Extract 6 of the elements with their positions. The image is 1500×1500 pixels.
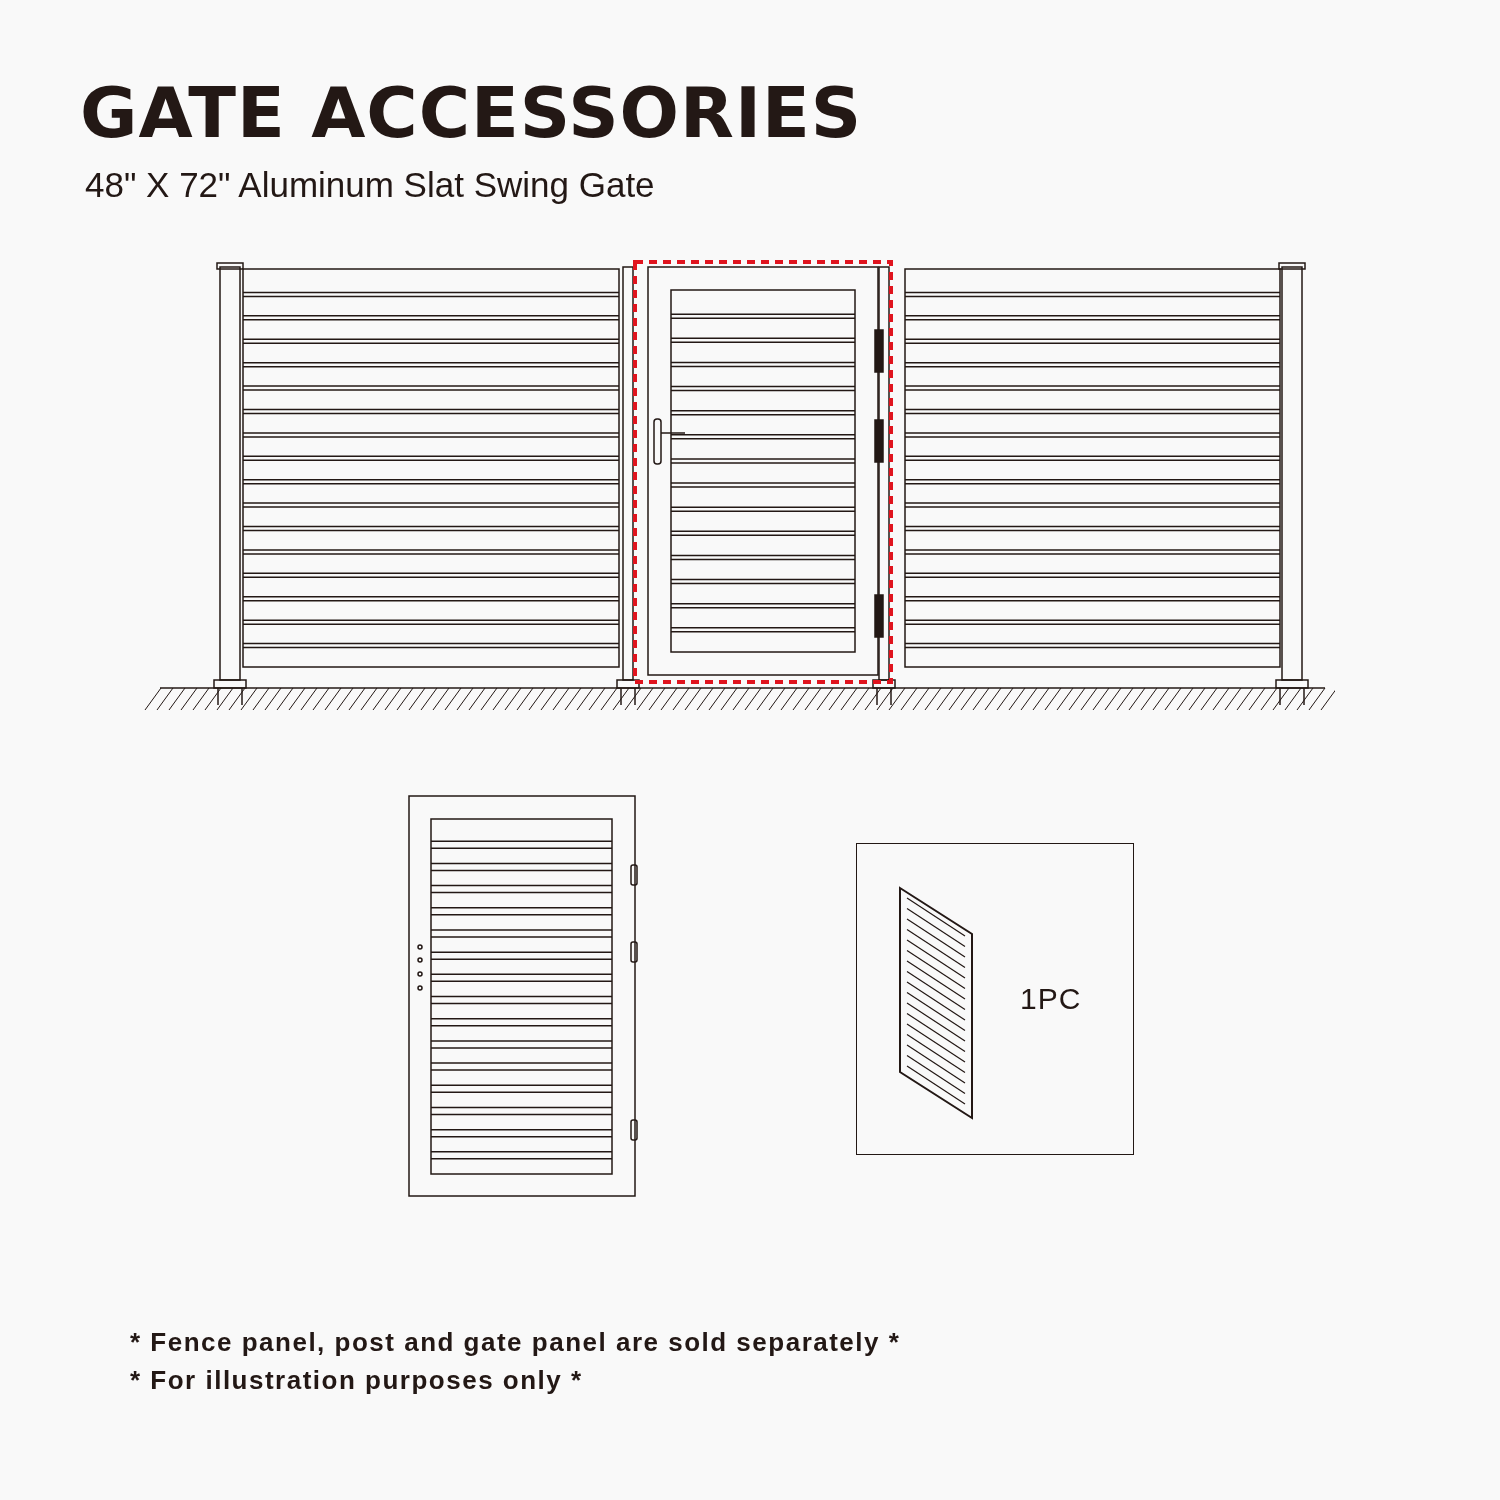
page-title: GATE ACCESSORIES [80,72,863,154]
footnote: * For illustration purposes only * [130,1365,583,1396]
subtitle: 48" X 72" Aluminum Slat Swing Gate [85,165,655,205]
quantity-label: 1PC [1020,982,1082,1016]
footnote: * Fence panel, post and gate panel are sold separately * [130,1327,901,1358]
product-box [856,843,1134,1155]
